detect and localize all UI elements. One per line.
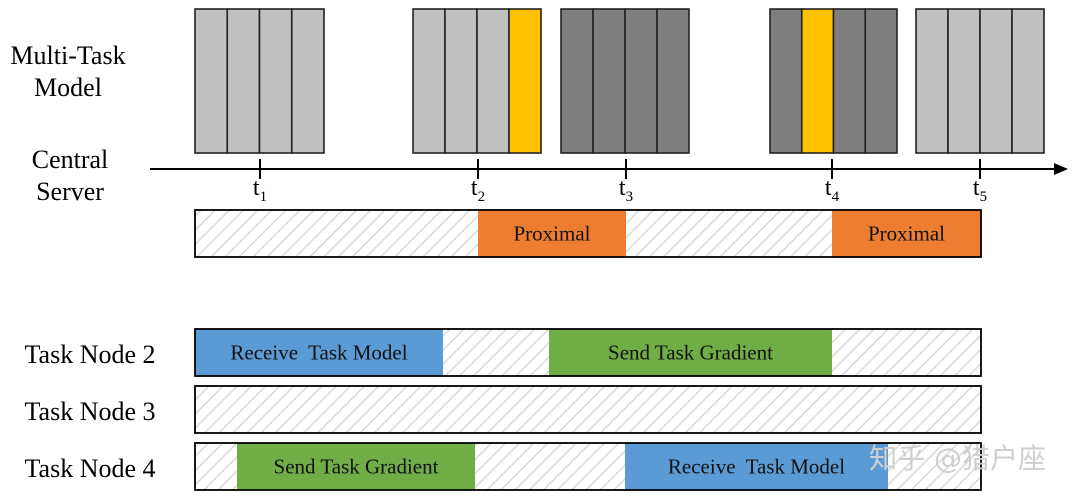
server-segment-label: Proximal <box>868 222 945 246</box>
task-node-3-label: Task Node 3 <box>24 397 155 426</box>
model-block-5-column-4 <box>1011 8 1045 154</box>
timeline-axis <box>150 163 1068 175</box>
model-block-5-column-1 <box>915 8 949 154</box>
model-block-1-column-2 <box>226 8 261 154</box>
tick-label-base: t <box>973 175 980 201</box>
model-block-4-column-4 <box>864 8 898 154</box>
model-blocks <box>194 8 1045 154</box>
server-label-line1: Central <box>32 145 109 174</box>
tick-label-subscript: 4 <box>832 189 840 205</box>
task-node-4-row-segment-receive <box>625 443 888 490</box>
tick-label-base: t <box>471 175 478 201</box>
model-block-4-column-2 <box>800 8 835 154</box>
task-node-4-row-segment-label: Receive Task Model <box>668 455 845 479</box>
model-block-2-column-3 <box>476 8 510 154</box>
tick-label-2: t2 <box>471 175 485 205</box>
model-block-1 <box>194 8 325 154</box>
tick-label-subscript: 5 <box>980 189 988 205</box>
model-block-2-column-2 <box>444 8 478 154</box>
tick-label-subscript: 1 <box>260 189 268 205</box>
task-node-2-row-segment-label: Receive Task Model <box>230 341 407 365</box>
task-node-4-row-segment-send <box>237 443 475 490</box>
model-block-4-column-3 <box>832 8 867 154</box>
model-block-5-column-3 <box>979 8 1013 154</box>
task-node-3-row <box>194 385 982 434</box>
tick-label-subscript: 3 <box>626 189 634 205</box>
model-block-5-column-2 <box>947 8 981 154</box>
model-block-1-column-3 <box>258 8 293 154</box>
task-node-4-row-border <box>194 442 982 491</box>
task-node-4-row: Send Task Gradient Receive Task Model <box>194 442 982 491</box>
server-segment-proximal <box>478 210 626 257</box>
model-block-2-column-4 <box>508 8 542 154</box>
tick-label-4: t4 <box>825 175 840 205</box>
model-block-3-column-2 <box>592 8 626 154</box>
watermark: 知乎 @猎户座 <box>869 442 1046 475</box>
server-segment-label: Proximal <box>514 222 591 246</box>
model-label-line1: Multi-Task <box>10 41 125 70</box>
server-row: Proximal Proximal <box>194 209 982 258</box>
tick-label-1: t1 <box>253 175 267 205</box>
task-node-3-row-border <box>194 385 982 434</box>
model-block-2-column-1 <box>412 8 446 154</box>
server-label-line2: Server <box>36 177 104 206</box>
tick-label-base: t <box>825 175 832 201</box>
model-block-3-column-1 <box>560 8 594 154</box>
model-block-4 <box>769 8 898 154</box>
tick-label-base: t <box>253 175 260 201</box>
axis-arrowhead <box>1054 163 1068 175</box>
tick-label-5: t5 <box>973 175 987 205</box>
model-block-5 <box>915 8 1045 154</box>
tick-label-subscript: 2 <box>478 189 486 205</box>
task-node-4-row-segment-label: Send Task Gradient <box>274 455 439 479</box>
model-block-2 <box>412 8 542 154</box>
model-block-3-column-4 <box>656 8 690 154</box>
task-node-2-label: Task Node 2 <box>24 340 155 369</box>
tick-label-base: t <box>619 175 626 201</box>
model-block-1-column-4 <box>290 8 325 154</box>
task-node-2-row-segment-receive <box>195 329 443 376</box>
tick-label-3: t3 <box>619 175 633 205</box>
model-block-3 <box>560 8 690 154</box>
task-node-2-row: Receive Task Model Send Task Gradient <box>194 328 982 377</box>
server-timeline-row: Proximal Proximal <box>194 209 982 258</box>
model-label-line2: Model <box>34 73 102 102</box>
model-block-4-column-1 <box>769 8 803 154</box>
task-node-4-label: Task Node 4 <box>24 454 155 483</box>
task-node-2-row-border <box>194 328 982 377</box>
task-node-3-row-background <box>195 386 981 433</box>
server-row-border <box>194 209 982 258</box>
task-node-2-row-segment-send <box>549 329 832 376</box>
model-block-3-column-3 <box>624 8 658 154</box>
model-block-1-column-1 <box>194 8 229 154</box>
task-node-2-row-segment-label: Send Task Gradient <box>608 341 773 365</box>
server-segment-proximal <box>832 210 981 257</box>
